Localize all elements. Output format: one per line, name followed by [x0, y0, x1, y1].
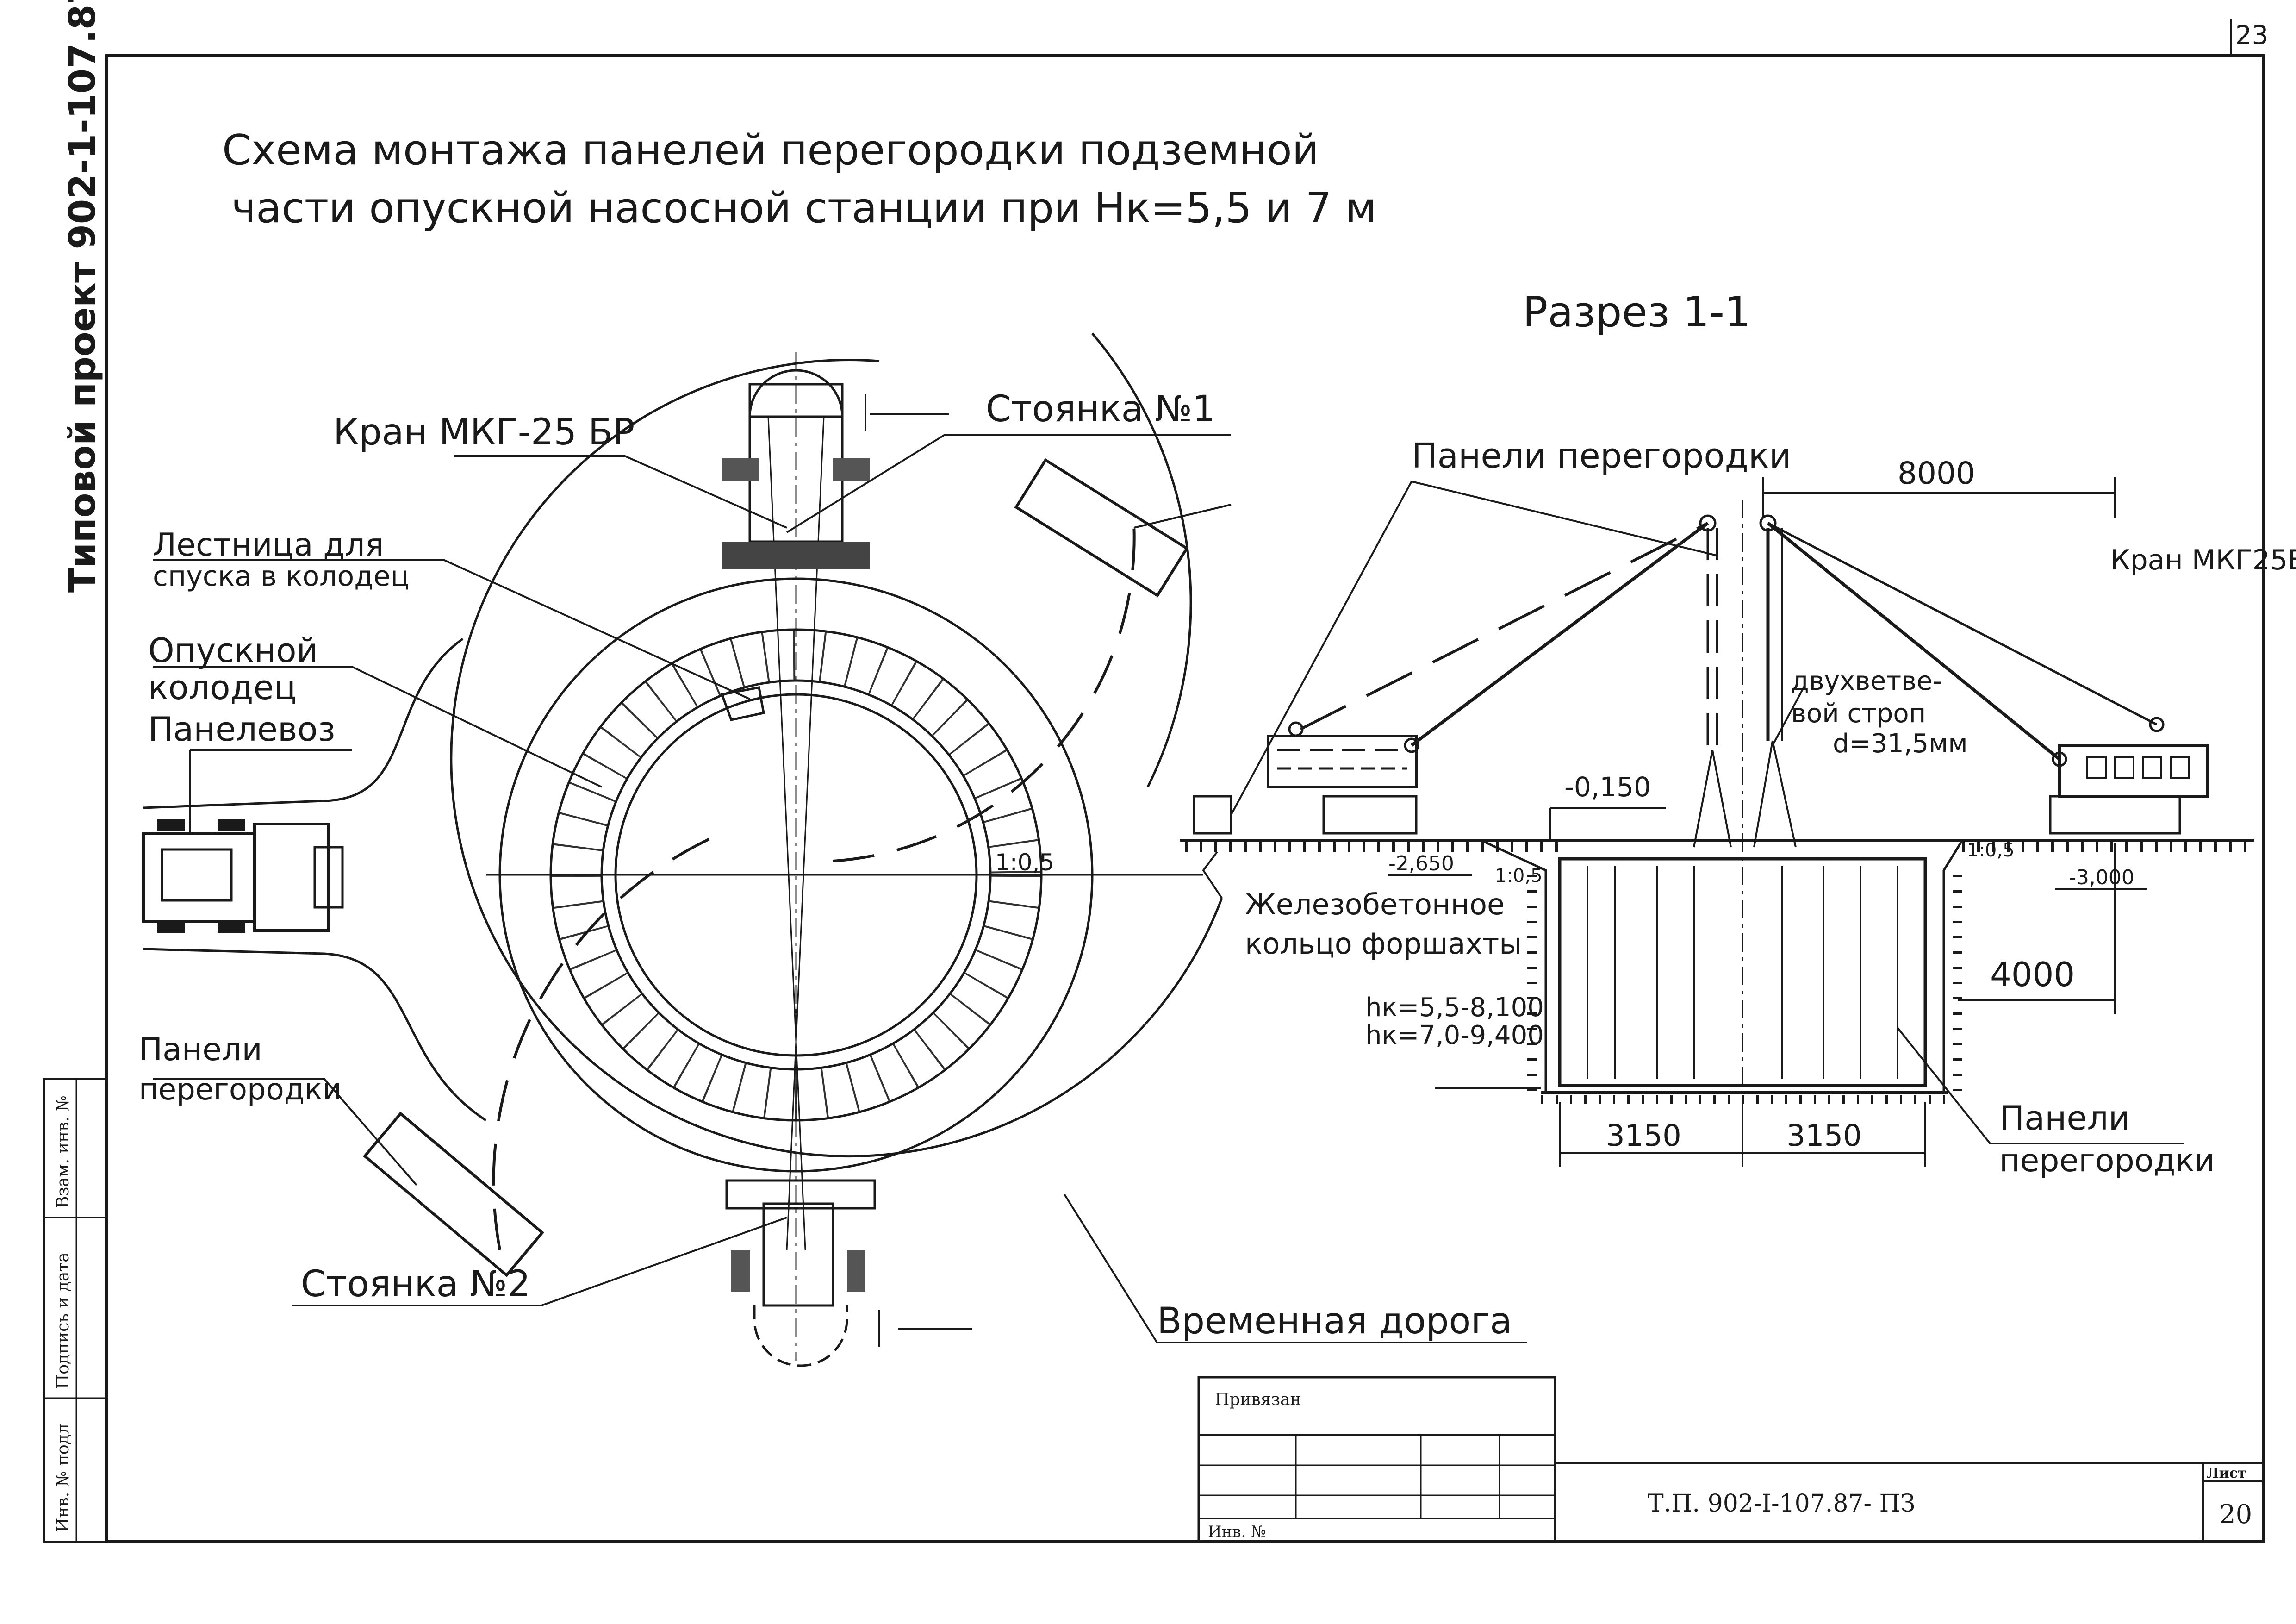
label-sling-2: вой строп [1791, 699, 1926, 729]
label-ladder-1: Лестница для [153, 527, 384, 563]
crane-stand1-icon [722, 369, 870, 569]
dim-8000: 8000 [1898, 456, 1975, 491]
side-stamp: Взам. инв. № Подпись и дата Инв. № подл [43, 1078, 107, 1543]
dim-3150-right: 3150 [1786, 1119, 1862, 1153]
panel-plan-top [1014, 458, 1189, 598]
stamp-sheet-number: 20 [2219, 1499, 2252, 1530]
sheet-frame: 23 [105, 19, 2268, 1543]
label-stand1: Стоянка №1 [986, 388, 1215, 430]
stamp-sheet-label: Лист [2207, 1465, 2246, 1481]
stamp-inv: Инв. № [1208, 1523, 1266, 1541]
label-depth-1: hк=5,5-8,100 [1365, 993, 1544, 1023]
label-panels-1: Панели [139, 1031, 262, 1068]
sign-date-label: Подпись и дата [54, 1252, 73, 1389]
title-block: Привязан Инв. № Т.П. 902-I-107.87- ПЗ Ли… [1197, 1376, 2263, 1543]
crane-right-icon [1759, 514, 2209, 835]
label-truck: Панелевоз [148, 710, 336, 749]
stamp-doc-code: Т.П. 902-I-107.87- ПЗ [1648, 1490, 1915, 1518]
label-panels-2: перегородки [139, 1073, 342, 1107]
crane-stand2-icon [725, 1179, 876, 1367]
label-plan-slope: 1:0,5 [995, 849, 1054, 876]
label-crane: Кран МКГ-25 БР [333, 412, 635, 453]
level-left: -2,650 [1388, 852, 1454, 875]
level-top: -0,150 [1564, 771, 1651, 803]
label-panels-bottom-1: Панели [1999, 1099, 2130, 1137]
label-ring-1: Железобетонное [1245, 887, 1505, 921]
label-depth-2: hк=7,0-9,400 [1365, 1020, 1544, 1050]
slope-left: 1:0,5 [1495, 865, 1543, 887]
label-ladder-2: спуска в колодец [153, 560, 409, 593]
label-stand2: Стоянка №2 [301, 1263, 530, 1305]
crane-left-icon [1193, 514, 1718, 835]
truck-icon [142, 819, 344, 933]
label-well-1: Опускной [148, 631, 318, 670]
label-ring-2: кольцо форшахты [1245, 927, 1522, 961]
label-sling-1: двухветве- [1791, 666, 1942, 696]
label-well-2: колодец [148, 668, 297, 707]
inv-orig-label: Инв. № подл [54, 1424, 73, 1532]
page-number: 23 [2235, 20, 2268, 50]
section-view [1180, 477, 2254, 1167]
label-road: Временная дорога [1157, 1300, 1512, 1342]
slope-right: 1:0,5 [1967, 840, 2015, 861]
level-right: -3,000 [2069, 866, 2134, 889]
plan-view [142, 332, 1527, 1367]
stamp-bound: Привязан [1215, 1390, 1301, 1409]
ladder-icon [720, 686, 765, 721]
dim-4000: 4000 [1990, 955, 2075, 994]
dim-3150-left: 3150 [1606, 1119, 1681, 1153]
panel-plan-bottom [362, 1112, 545, 1277]
label-section-panels: Панели перегородки [1412, 436, 1792, 476]
label-crane-right: Кран МКГ25БР [2110, 544, 2296, 576]
side-label: Типовой проект 902-1-107.87 Альбом1 [62, 0, 104, 593]
title-line2: части опускной насосной станции при Hк=5… [231, 184, 1376, 232]
label-panels-bottom-2: перегородки [1999, 1143, 2215, 1179]
title-line1: Схема монтажа панелей перегородки подзем… [222, 126, 1319, 175]
label-sling-3: d=31,5мм [1833, 729, 1968, 759]
replace-inv-label: Взам. инв. № [54, 1095, 73, 1208]
section-title: Разрез 1-1 [1523, 288, 1751, 337]
